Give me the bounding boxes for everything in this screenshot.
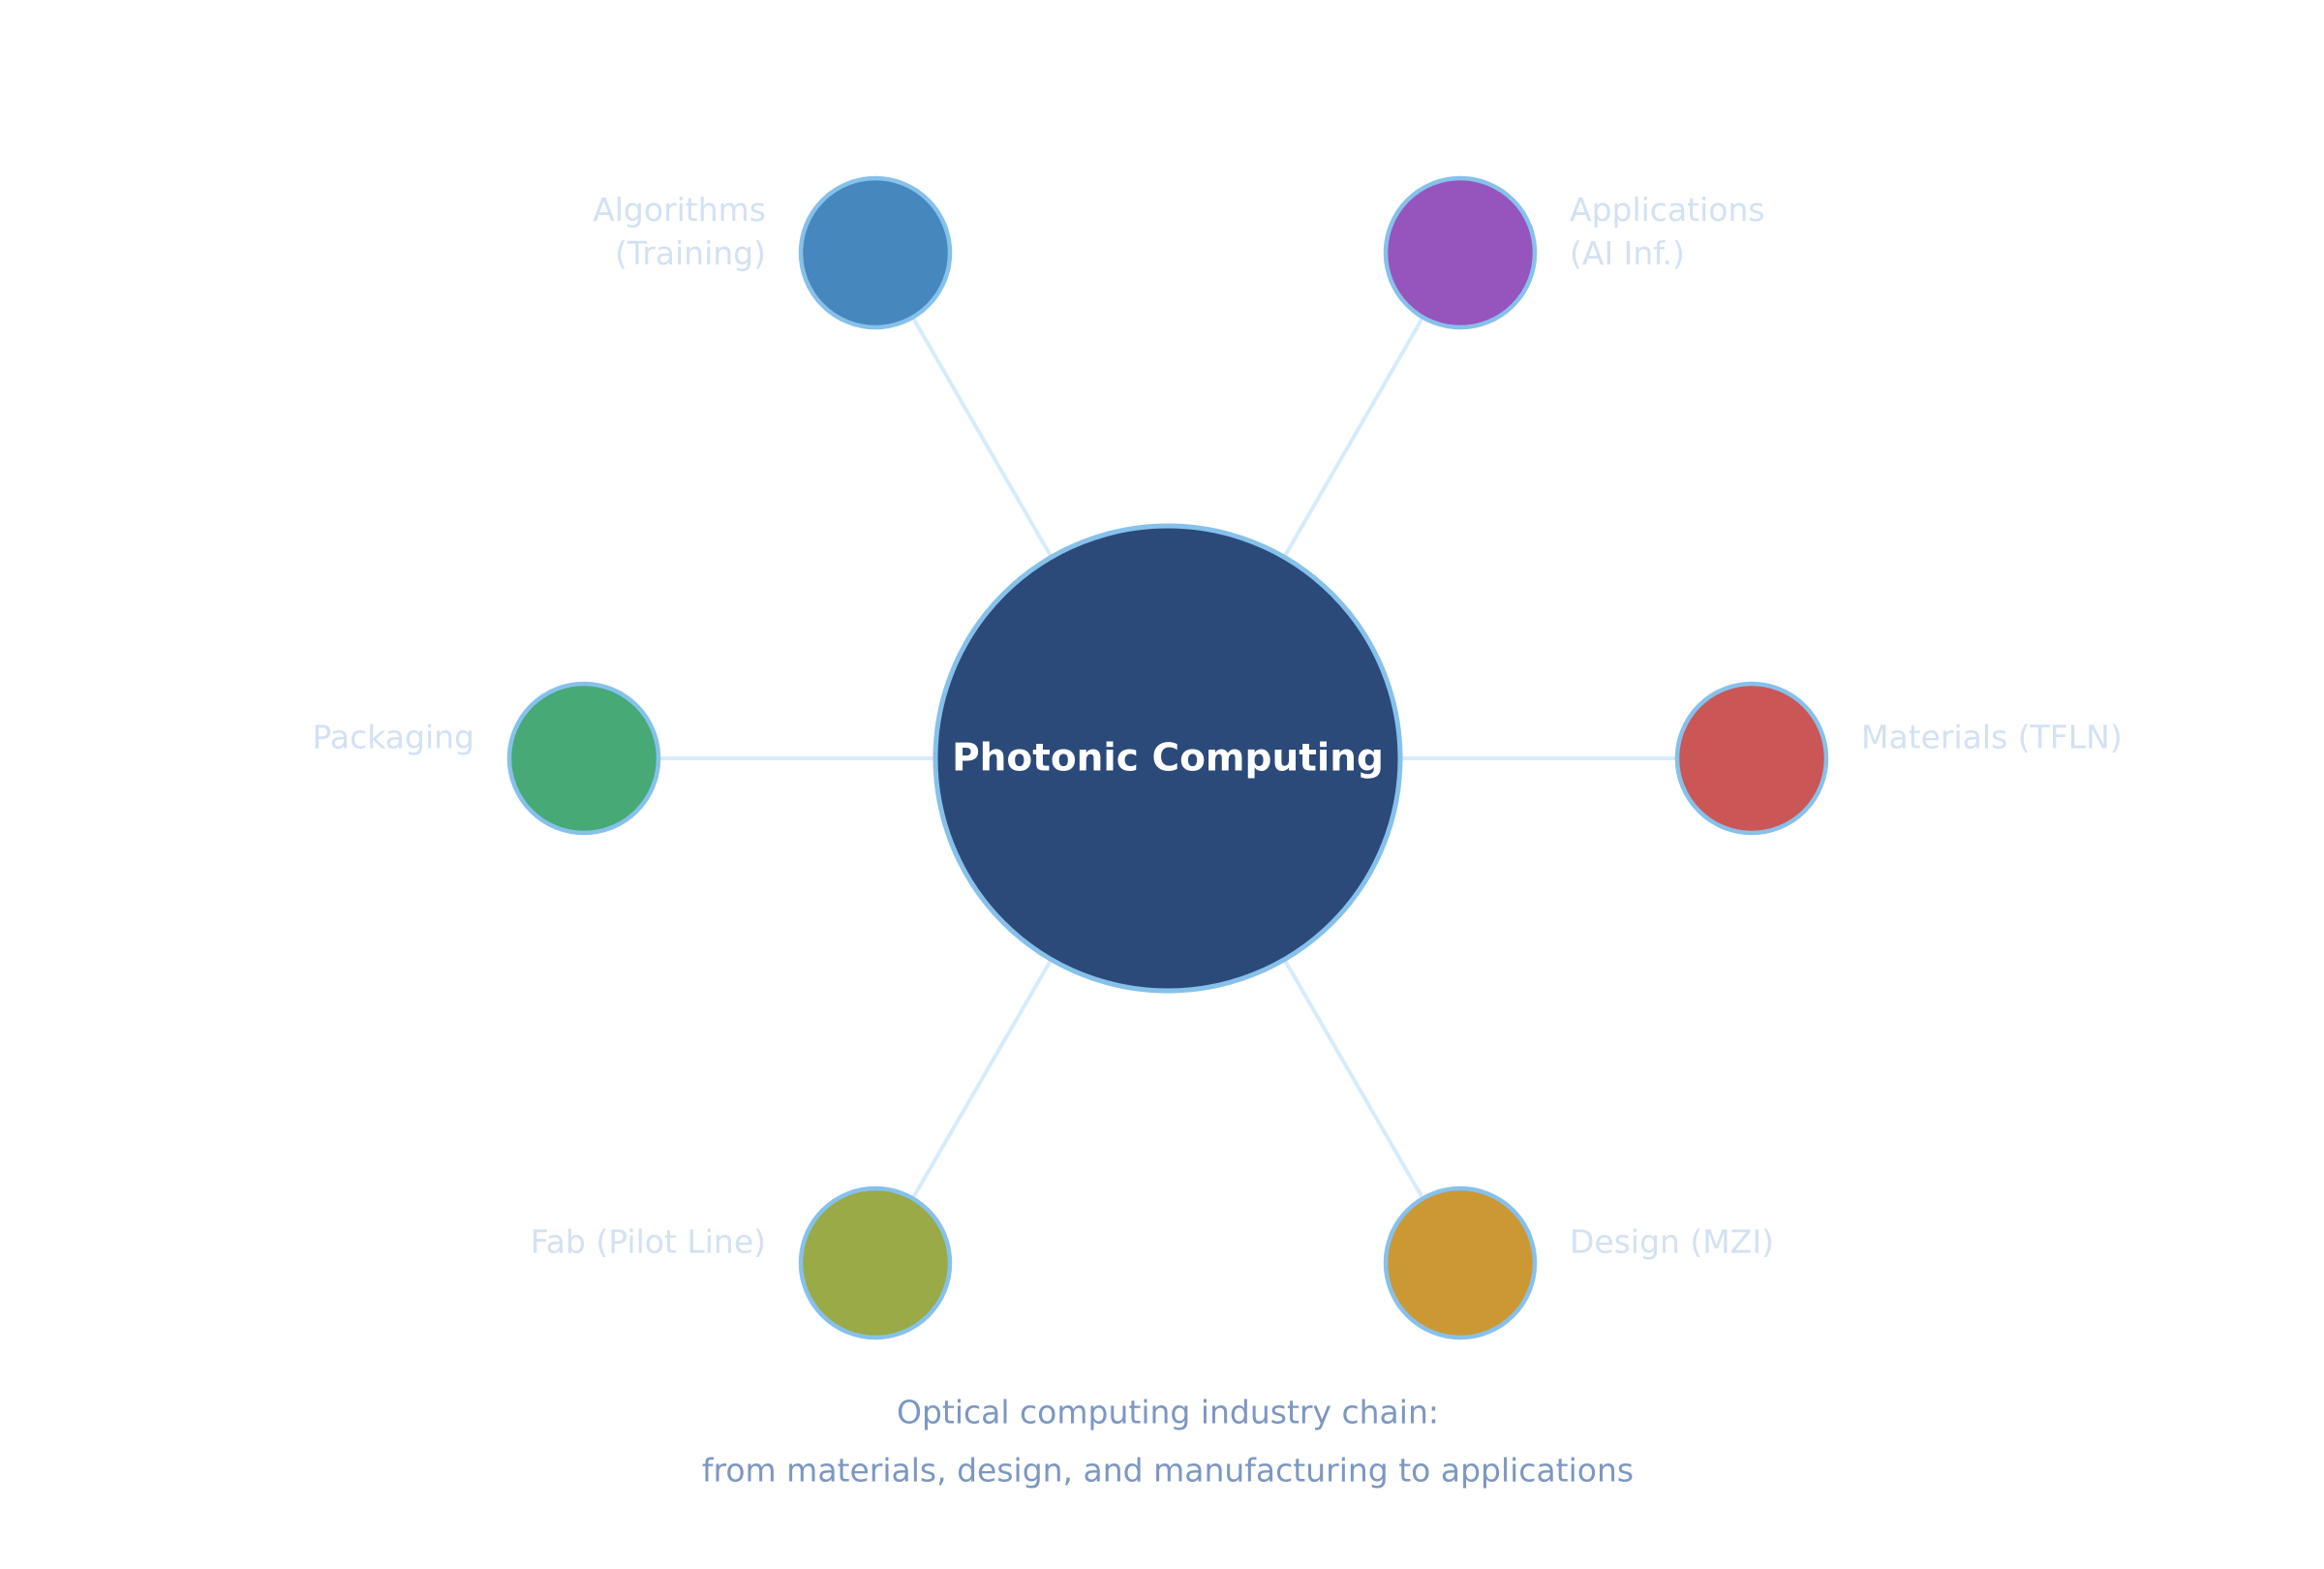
caption: Optical computing industry chain: from m… bbox=[702, 1394, 1634, 1490]
node-circle-materials bbox=[1674, 681, 1829, 836]
node-circle-algorithms bbox=[798, 175, 953, 330]
connector-fab bbox=[910, 958, 1054, 1200]
node-circle-fab bbox=[798, 1185, 953, 1340]
node-label-applications-line-1: Applications bbox=[1570, 191, 1765, 229]
caption-line-2: from materials, design, and manufacturin… bbox=[702, 1452, 1634, 1490]
node-label-packaging-line-1: Packaging bbox=[312, 719, 474, 756]
connector-lines bbox=[658, 316, 1677, 1200]
node-label-applications-line-2: (AI Inf.) bbox=[1570, 234, 1685, 272]
connector-applications bbox=[1282, 316, 1425, 559]
node-algorithms: Algorithms (Training) bbox=[593, 175, 953, 330]
node-circle-design bbox=[1383, 1185, 1538, 1340]
caption-line-1: Optical computing industry chain: bbox=[897, 1394, 1439, 1431]
node-design: Design (MZI) bbox=[1383, 1185, 1774, 1340]
connector-design bbox=[1282, 958, 1425, 1200]
node-fab: Fab (Pilot Line) bbox=[531, 1185, 953, 1340]
node-label-fab-line-1: Fab (Pilot Line) bbox=[531, 1223, 766, 1261]
node-packaging: Packaging bbox=[312, 681, 661, 836]
connector-algorithms bbox=[910, 316, 1054, 559]
hub-node: Photonic Computing bbox=[933, 523, 1403, 994]
node-materials: Materials (TFLN) bbox=[1674, 681, 2123, 836]
node-circle-applications bbox=[1383, 175, 1538, 330]
node-circle-packaging bbox=[506, 681, 661, 836]
node-label-design-line-1: Design (MZI) bbox=[1570, 1223, 1774, 1261]
node-label-algorithms-line-2: (Training) bbox=[615, 234, 766, 272]
hub-label: Photonic Computing bbox=[952, 737, 1384, 781]
node-applications: Applications (AI Inf.) bbox=[1383, 175, 1765, 330]
node-label-algorithms-line-1: Algorithms bbox=[593, 191, 766, 229]
hub-circle bbox=[933, 523, 1403, 994]
node-label-materials-line-1: Materials (TFLN) bbox=[1861, 719, 2123, 756]
satellite-nodes: Algorithms (Training) Applications (AI Inf.… bbox=[312, 175, 2123, 1340]
